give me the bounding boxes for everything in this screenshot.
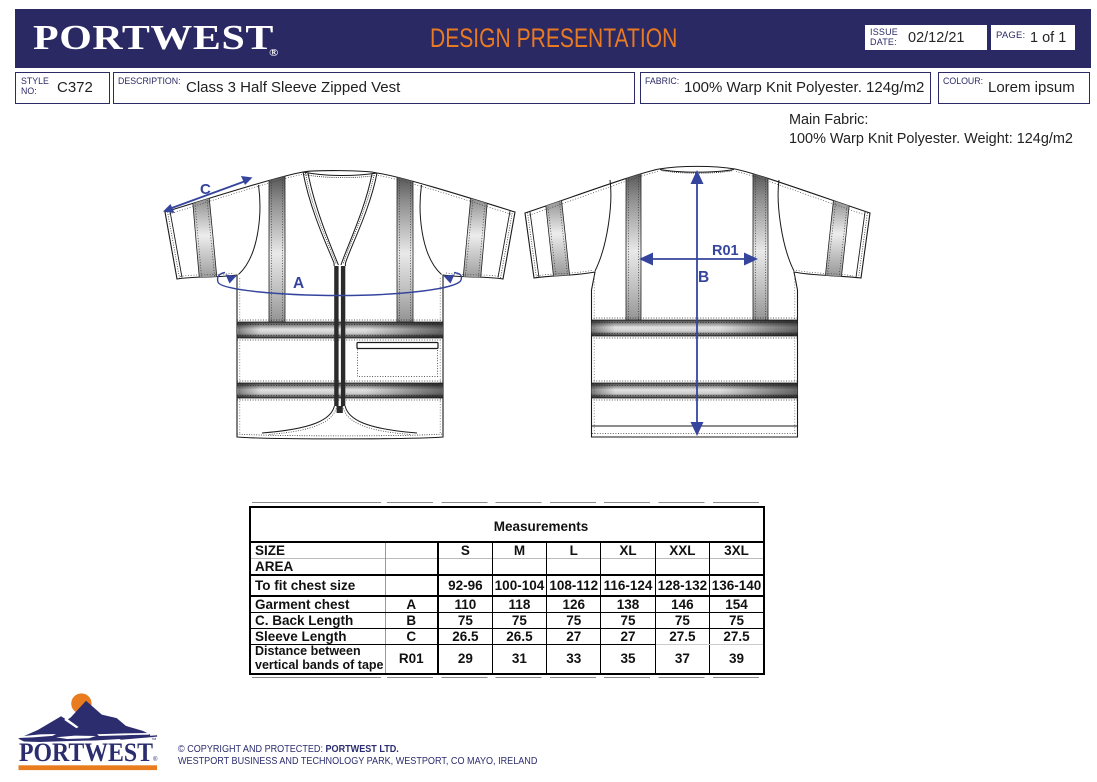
svg-text:PORTWEST: PORTWEST: [19, 738, 153, 767]
svg-text:®: ®: [153, 756, 158, 763]
svg-text:A: A: [293, 275, 304, 292]
svg-text:R01: R01: [712, 243, 739, 259]
svg-text:™: ™: [151, 738, 157, 744]
svg-text:C: C: [200, 181, 211, 198]
svg-text:B: B: [698, 269, 709, 286]
